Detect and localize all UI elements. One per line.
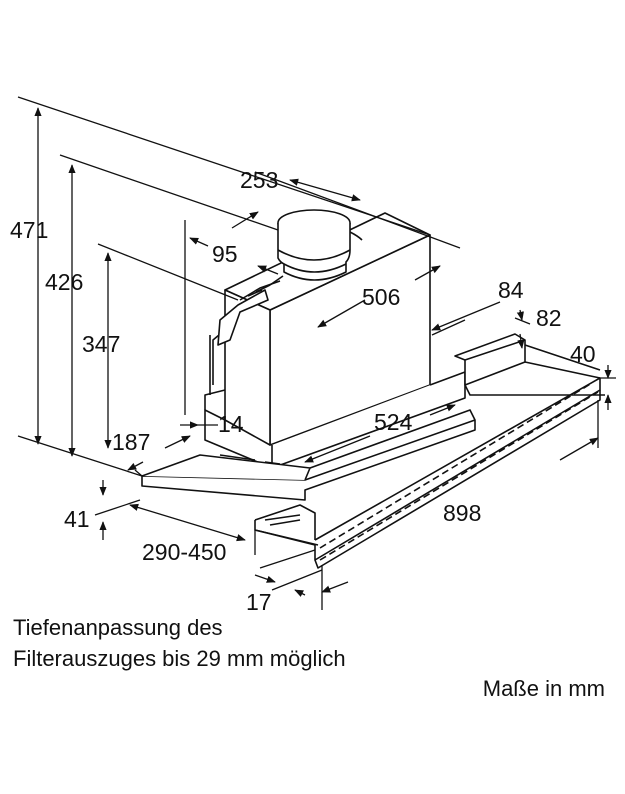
- dim-label-84: 84: [498, 277, 524, 303]
- chimney-body: [277, 223, 351, 281]
- note-line-1: Tiefenanpassung des: [13, 615, 223, 640]
- dim-label-95: 95: [212, 241, 238, 267]
- dim-label-471: 471: [10, 217, 48, 243]
- dim-label-253: 253: [240, 167, 278, 193]
- dimension-lines: [17, 96, 616, 610]
- dim-label-187: 187: [112, 429, 150, 455]
- hood-outline: [141, 209, 605, 569]
- dim-label-524: 524: [374, 409, 413, 435]
- dim-label-17: 17: [246, 589, 272, 615]
- note-line-2: Filterauszuges bis 29 mm möglich: [13, 646, 346, 671]
- dim-label-426: 426: [45, 269, 83, 295]
- dim-label-40: 40: [570, 341, 596, 367]
- units-label: Maße in mm: [482, 676, 605, 701]
- dim-label-14: 14: [218, 411, 244, 437]
- filter-slide: [141, 419, 476, 501]
- dim-label-898: 898: [443, 500, 481, 526]
- dim-label-347: 347: [82, 331, 120, 357]
- dimension-labels: 471 426 347 253 95 506 84 82 40 524 14 1…: [10, 167, 596, 615]
- dim-label-82: 82: [536, 305, 562, 331]
- rear-channel: [464, 339, 526, 386]
- mounting-bracket: [217, 289, 269, 346]
- dim-label-506: 506: [362, 284, 400, 310]
- dim-label-290-450: 290-450: [142, 539, 226, 565]
- dim-label-41: 41: [64, 506, 90, 532]
